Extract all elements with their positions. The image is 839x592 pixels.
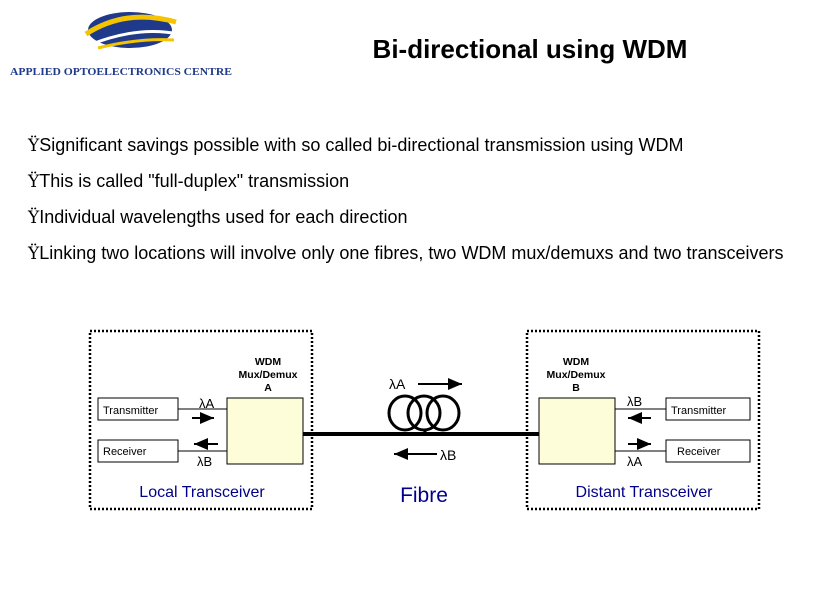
fibre-coil-icon (387, 394, 461, 432)
distant-wdm-label-2: Mux/Demux (547, 369, 606, 381)
bullet-item: ŸSignificant savings possible with so ca… (28, 134, 808, 158)
distant-wdm-label-3: B (572, 382, 580, 394)
logo-swoosh-white (91, 30, 179, 46)
bullet-marker: Ÿ (28, 244, 40, 264)
distant-wdm-box (538, 397, 616, 465)
bullet-item: ŸThis is called "full-duplex" transmissi… (28, 170, 808, 194)
local-wdm-label-1: WDM (255, 356, 281, 368)
local-transmitter-label: Transmitter (103, 405, 159, 417)
distant-transmitter-label: Transmitter (671, 405, 727, 417)
bullet-marker: Ÿ (28, 208, 40, 228)
fibre-lambda-a: λA (389, 376, 406, 392)
fibre-lambda-b: λB (440, 447, 456, 463)
bullet-text: Linking two locations will involve only … (39, 243, 784, 263)
local-receiver-label: Receiver (103, 446, 147, 458)
local-lambda-a: λA (199, 396, 215, 411)
bullet-text: Individual wavelengths used for each dir… (39, 207, 408, 227)
bullet-item: ŸLinking two locations will involve only… (28, 242, 788, 266)
logo-text: APPLIED OPTOELECTRONICS CENTRE (10, 67, 232, 78)
company-logo: APPLIED OPTOELECTRONICS CENTRE (8, 4, 234, 84)
bullet-text: Significant savings possible with so cal… (39, 135, 684, 155)
distant-receiver-label: Receiver (677, 446, 721, 458)
local-lambda-b: λB (197, 454, 212, 469)
distant-caption: Distant Transceiver (576, 484, 714, 501)
local-caption: Local Transceiver (139, 484, 265, 501)
logo-swoosh-top (84, 14, 177, 37)
distant-wdm-label-1: WDM (563, 356, 589, 368)
fibre-caption: Fibre (400, 484, 448, 507)
bullet-item: ŸIndividual wavelengths used for each di… (28, 206, 808, 230)
local-wdm-label-2: Mux/Demux (239, 369, 298, 381)
logo-swoosh-bottom (97, 38, 175, 50)
distant-lambda-a: λA (627, 454, 643, 469)
bullet-text: This is called "full-duplex" transmissio… (39, 171, 350, 191)
bullet-marker: Ÿ (28, 136, 40, 156)
distant-lambda-b: λB (627, 394, 642, 409)
bullet-marker: Ÿ (28, 172, 40, 192)
local-wdm-box (226, 397, 304, 465)
local-wdm-label-3: A (264, 382, 272, 394)
page-title: Bi-directional using WDM (372, 34, 688, 64)
distant-transceiver-frame (525, 329, 761, 511)
